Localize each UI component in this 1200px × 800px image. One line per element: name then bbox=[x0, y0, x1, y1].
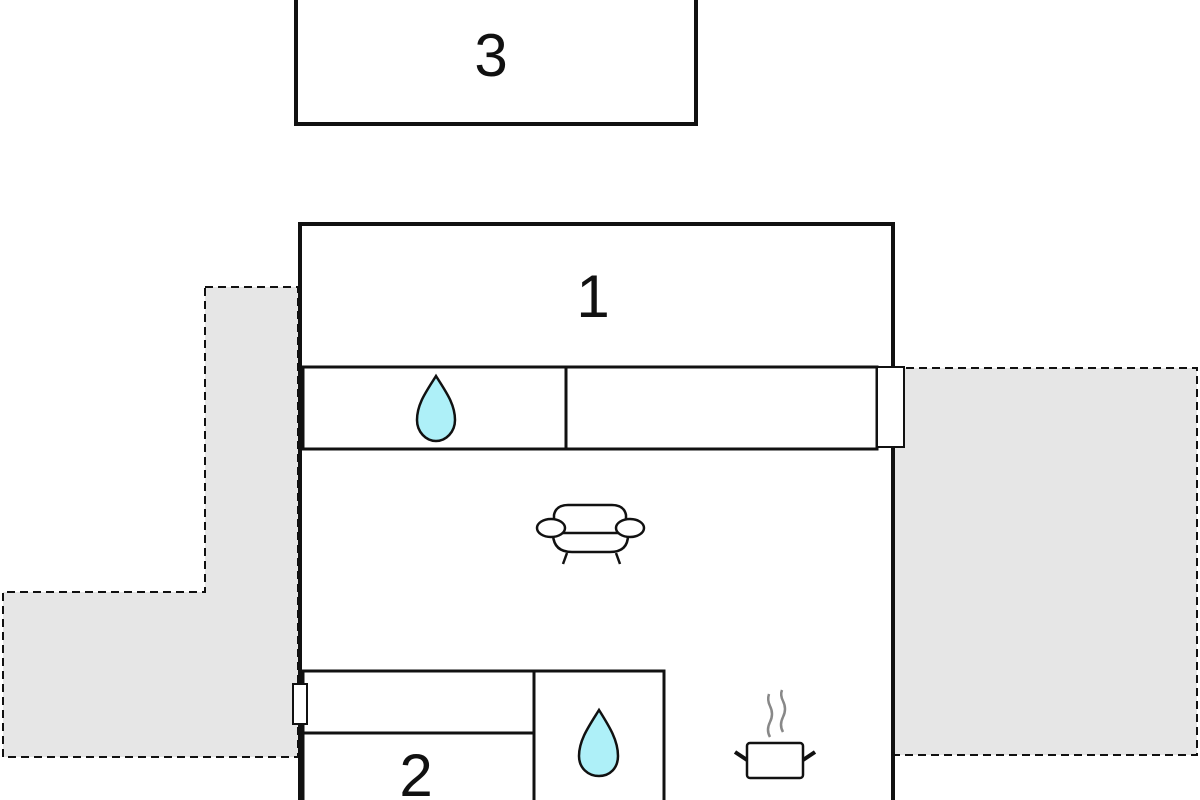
room-1-label: 1 bbox=[576, 263, 609, 330]
door-left[interactable] bbox=[292, 683, 308, 725]
water-drop-icon bbox=[415, 373, 457, 443]
terrace-right bbox=[892, 367, 1198, 756]
sofa-icon bbox=[535, 503, 646, 565]
bathroom-band bbox=[301, 365, 879, 451]
room-3 bbox=[294, 0, 698, 126]
terrace-left bbox=[2, 286, 299, 758]
cooking-pot-icon bbox=[733, 689, 817, 780]
door-right[interactable] bbox=[876, 366, 905, 448]
room-2-label: 2 bbox=[399, 742, 432, 800]
water-drop-icon bbox=[577, 707, 620, 778]
room-3-label: 3 bbox=[474, 22, 507, 89]
